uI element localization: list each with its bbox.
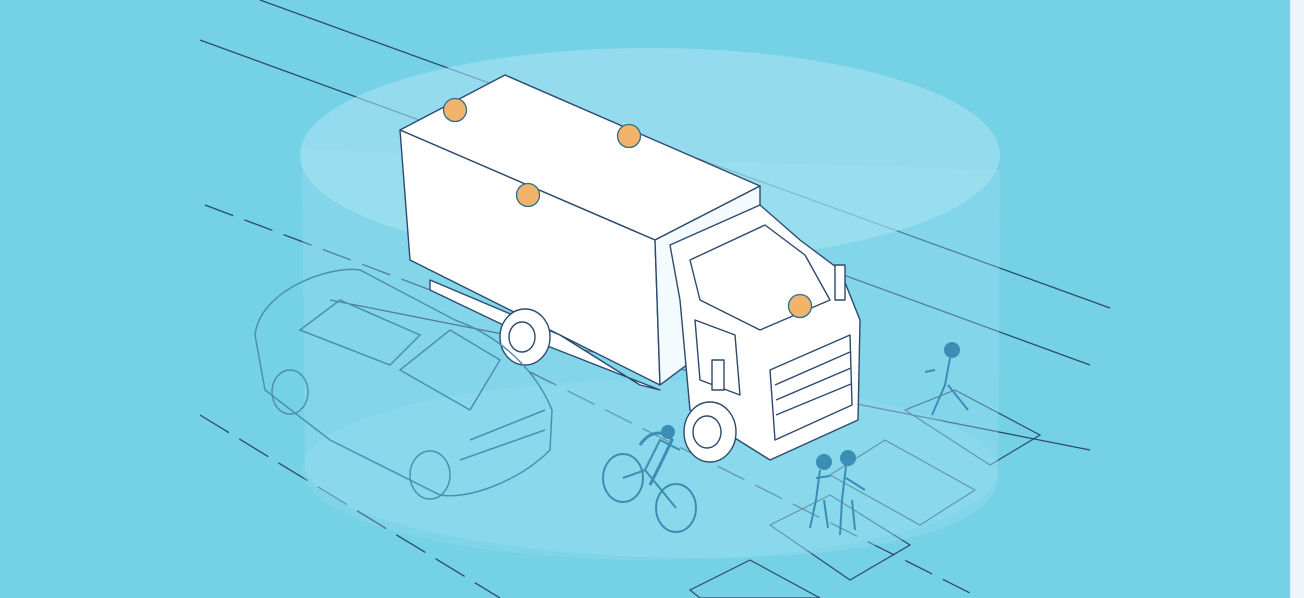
sensor-roof-front bbox=[618, 125, 641, 148]
scrollbar-track[interactable] bbox=[1290, 0, 1304, 598]
sensor-roof-rear bbox=[444, 99, 467, 122]
sensor-side-top bbox=[517, 184, 540, 207]
sensor-cab bbox=[789, 295, 812, 318]
